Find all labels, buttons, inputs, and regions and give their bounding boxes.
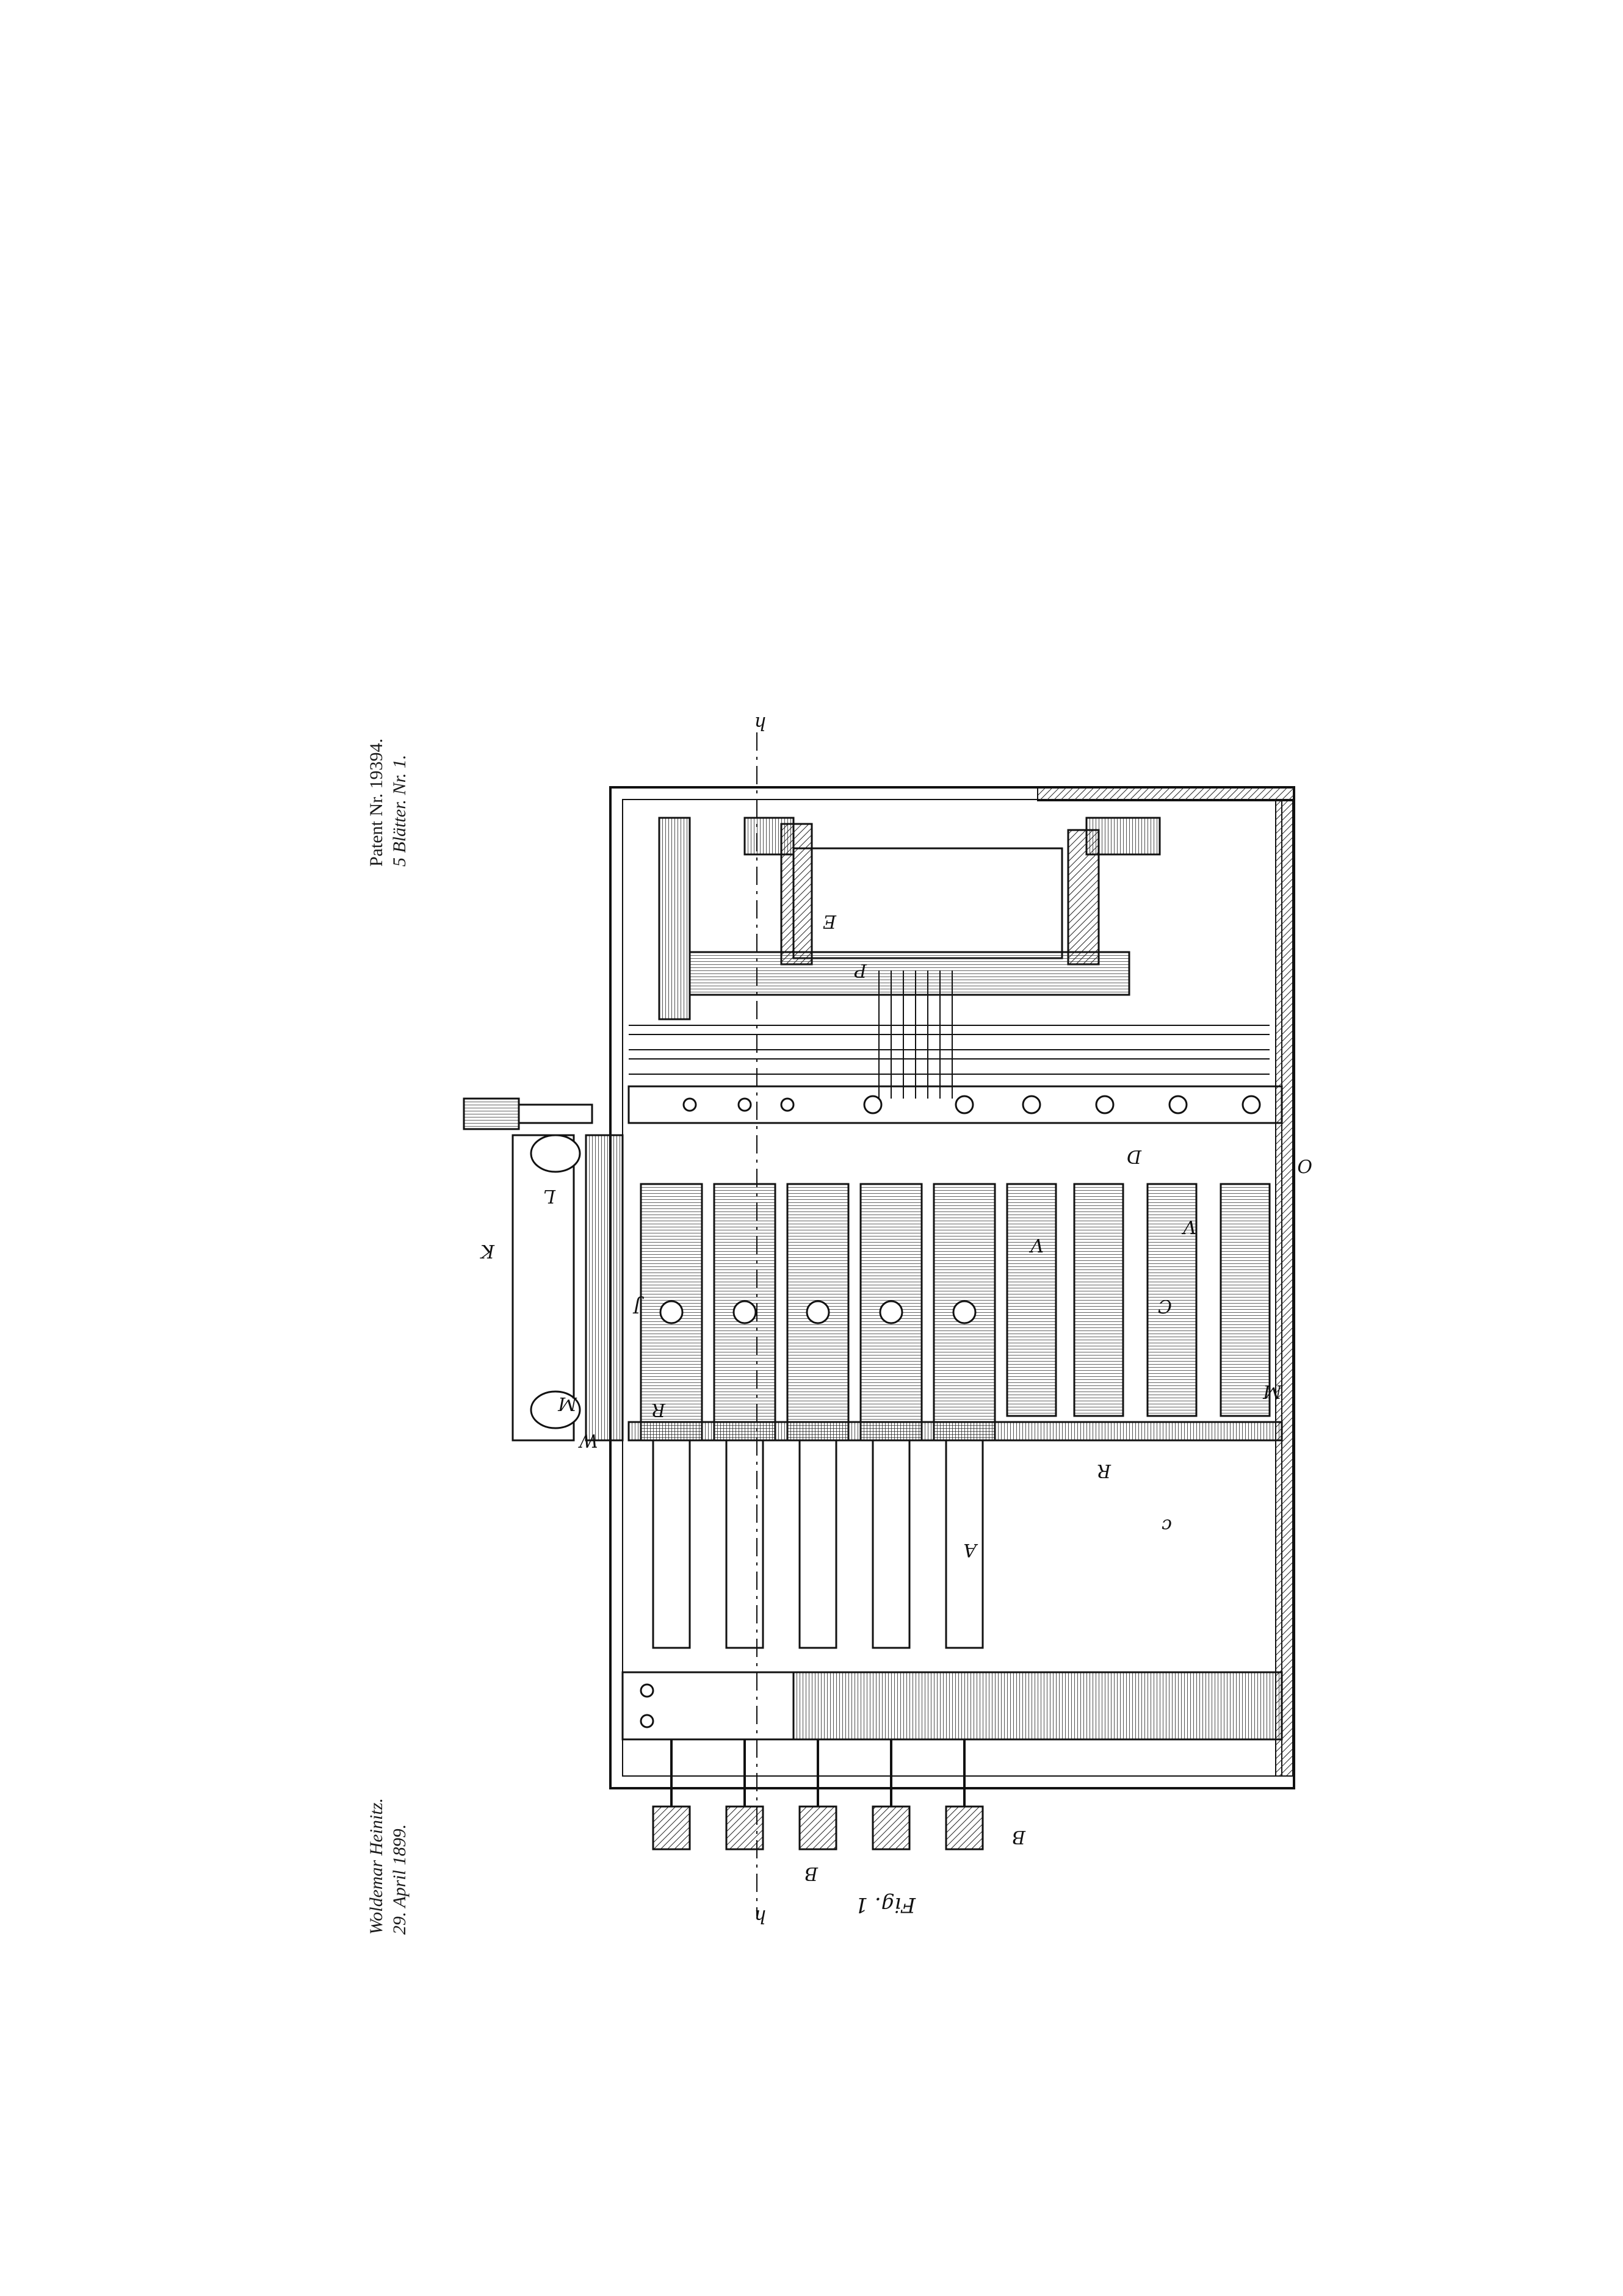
figure-caption: Fig. 1 [855, 1893, 916, 1917]
label-a: A [963, 1539, 978, 1561]
label-b-2: B [1012, 1826, 1026, 1847]
label-m-1: M [557, 1393, 577, 1414]
label-c-upper: C [1158, 1295, 1172, 1316]
label-m-2: M [1262, 1381, 1282, 1402]
sheet-number: 5 Blätter. Nr. 1. [389, 754, 410, 867]
key-stems [670, 1739, 966, 1807]
inventor-block: Woldemar Heinitz. 29. April 1899. [365, 1798, 411, 1935]
patent-date: 29. April 1899. [389, 1824, 410, 1935]
bottom-screw-2 [640, 1714, 654, 1728]
inventor-name: Woldemar Heinitz. [366, 1798, 386, 1935]
patent-number: Patent Nr. 19394. [366, 738, 386, 867]
bottom-bar-left [621, 1671, 795, 1741]
label-d: D [1127, 1146, 1142, 1167]
label-l: L [543, 1185, 556, 1207]
label-w: W [578, 1429, 598, 1451]
patent-drawing: h h B B K L J M M W O D E V V R R C c P … [463, 712, 1312, 1927]
label-r-1: R [651, 1399, 666, 1420]
label-k: K [480, 1240, 495, 1262]
bottom-screw-1 [640, 1683, 654, 1698]
rods [629, 970, 1270, 1099]
label-p: P [854, 959, 867, 981]
crossbar [627, 1085, 1283, 1124]
label-r-2: R [1097, 1460, 1112, 1481]
label-v-1: V [1028, 1234, 1044, 1255]
label-o: O [1297, 1155, 1312, 1176]
label-h-bottom: h [754, 1905, 766, 1927]
label-e: E [823, 911, 837, 932]
label-c-lower: c [1162, 1515, 1172, 1536]
bottom-bar-right [792, 1671, 1283, 1741]
main-shaft [627, 1421, 1283, 1442]
patent-header: Patent Nr. 19394. 5 Blätter. Nr. 1. [365, 738, 411, 867]
crossbar-rings [682, 1095, 1261, 1114]
label-v-2: V [1181, 1216, 1196, 1237]
key-levers [652, 1439, 984, 1649]
label-h-top: h [754, 712, 766, 734]
crank-handle [463, 1097, 624, 1442]
wheel-hubs [659, 1300, 977, 1324]
upper-mechanism [658, 817, 1161, 1020]
frame-hatched-top [1037, 787, 1295, 801]
figure-labels: h h B B K L J M M W O D E V V R R C c P … [480, 712, 1312, 1927]
key-buttons [652, 1805, 984, 1850]
label-b-1: B [804, 1863, 819, 1884]
frame-hatched-right [1275, 799, 1293, 1777]
